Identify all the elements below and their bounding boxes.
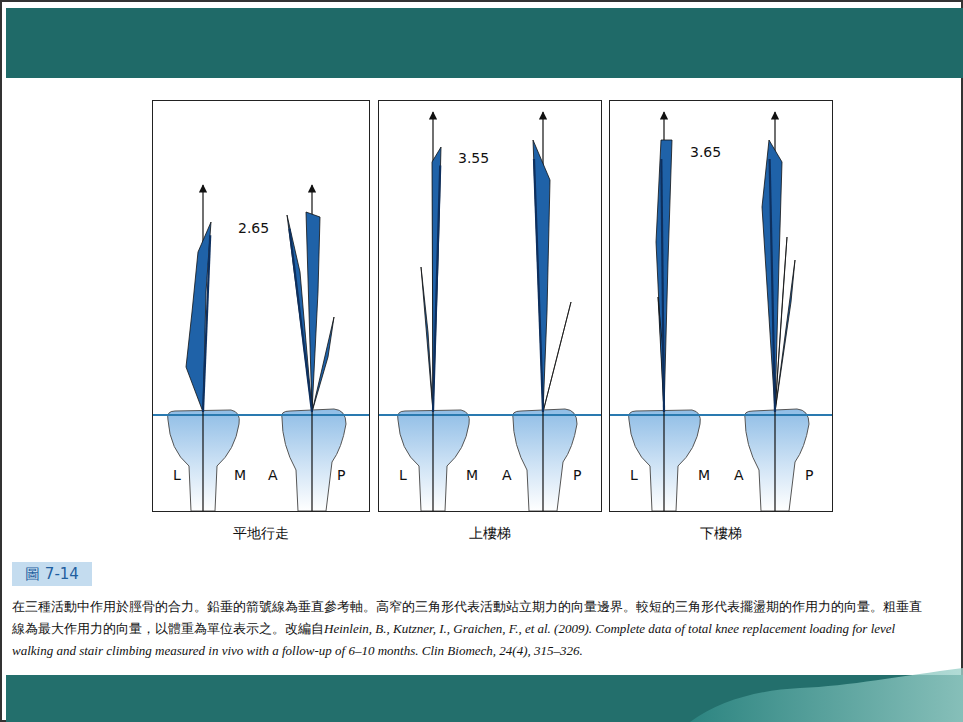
tibia-sagittal bbox=[745, 409, 809, 511]
max-force-vector bbox=[661, 159, 664, 412]
panel-caption: 平地行走 bbox=[153, 525, 369, 543]
direction-letter: P bbox=[573, 468, 581, 482]
force-vector bbox=[762, 140, 782, 412]
direction-letter: L bbox=[399, 468, 407, 482]
max-force-vector bbox=[534, 159, 543, 412]
activity-panel: 平地行走 bbox=[152, 100, 370, 512]
header-bar bbox=[6, 8, 963, 78]
activity-panel: 下樓梯 bbox=[609, 100, 833, 512]
force-value: 2.65 bbox=[238, 221, 269, 235]
figure-number: 圖 7-14 bbox=[25, 565, 79, 584]
force-vector bbox=[775, 237, 787, 412]
direction-letter: A bbox=[734, 468, 744, 482]
direction-letter: M bbox=[234, 468, 246, 482]
max-force-vector bbox=[290, 229, 313, 412]
force-vector bbox=[432, 147, 441, 412]
knee-panel-art bbox=[379, 112, 601, 511]
knee-panel-art bbox=[153, 185, 369, 511]
max-force-vector bbox=[433, 166, 440, 412]
direction-letter: L bbox=[173, 468, 181, 482]
force-vector bbox=[186, 222, 211, 412]
activity-panel: 上樓梯 bbox=[378, 100, 602, 512]
footer-wave bbox=[690, 668, 963, 722]
force-vector bbox=[533, 140, 550, 412]
force-value: 3.55 bbox=[458, 151, 489, 165]
figure-caption: 在三種活動中作用於脛骨的合力。鉛垂的箭號線為垂直參考軸。高窄的三角形代表活動站立… bbox=[12, 596, 934, 662]
force-value: 3.65 bbox=[690, 145, 721, 159]
force-vector bbox=[775, 260, 795, 412]
panel-caption: 上樓梯 bbox=[379, 525, 601, 543]
direction-letter: M bbox=[466, 468, 478, 482]
figure-number-band: 圖 7-14 bbox=[12, 562, 92, 586]
force-vector bbox=[421, 267, 433, 412]
direction-letter: M bbox=[698, 468, 710, 482]
force-vector bbox=[656, 140, 672, 412]
direction-letter: L bbox=[630, 468, 638, 482]
max-force-vector bbox=[203, 235, 210, 412]
joint-line bbox=[379, 414, 601, 416]
direction-letter: P bbox=[805, 468, 813, 482]
direction-letter: P bbox=[337, 468, 345, 482]
joint-line bbox=[153, 414, 369, 416]
force-vector bbox=[312, 317, 334, 412]
direction-letter: A bbox=[268, 468, 278, 482]
tibia-sagittal bbox=[513, 409, 577, 511]
max-force-vector bbox=[770, 159, 775, 412]
joint-line bbox=[610, 414, 832, 416]
knee-panel-art bbox=[610, 112, 832, 511]
tibia-sagittal bbox=[282, 409, 346, 511]
direction-letter: A bbox=[502, 468, 512, 482]
force-vector bbox=[543, 302, 571, 412]
panel-caption: 下樓梯 bbox=[610, 525, 832, 543]
